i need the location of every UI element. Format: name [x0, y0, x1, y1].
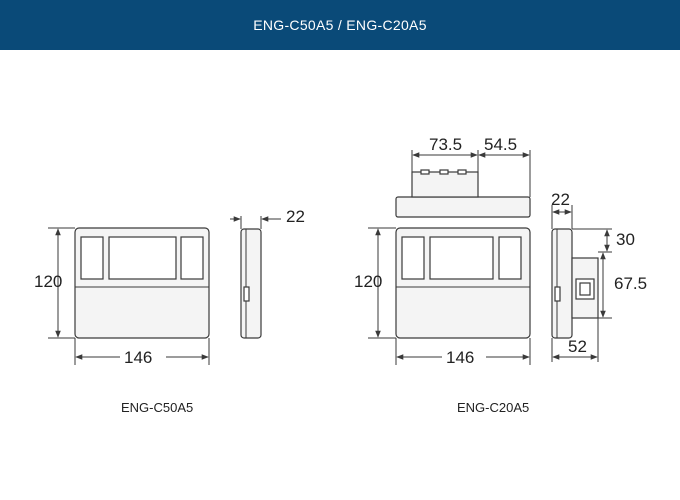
eng-c20a5-width-dimension: 146: [395, 338, 531, 367]
eng-c20a5-depth-label: 22: [551, 190, 570, 209]
page-header: ENG-C50A5 / ENG-C20A5: [0, 0, 680, 50]
eng-c20a5-top-left-label: 73.5: [429, 135, 462, 154]
eng-c20a5-width-label: 146: [446, 348, 474, 367]
eng-c20a5-side-top-label: 30: [616, 230, 635, 249]
eng-c50a5-front-view: [74, 227, 210, 339]
eng-c20a5-depth-dimension: 22: [551, 190, 573, 229]
eng-c50a5-height-label: 120: [34, 272, 62, 291]
eng-c50a5-side-view: 22: [230, 207, 305, 339]
eng-c20a5-caption: ENG-C20A5: [457, 400, 529, 415]
eng-c50a5-width-dimension: 146: [74, 338, 210, 367]
eng-c20a5-side-view: [551, 228, 599, 339]
eng-c20a5-front-view: [395, 227, 531, 339]
eng-c50a5-height-dimension: 120: [34, 227, 75, 339]
eng-c20a5-height-dimension: 120: [354, 227, 396, 339]
eng-c20a5-top-dimensions: 73.5 54.5: [411, 135, 531, 197]
eng-c20a5-side-bottom-label: 52: [568, 337, 587, 356]
eng-c20a5-top-view: [395, 169, 531, 218]
eng-c50a5-width-label: 146: [124, 348, 152, 367]
eng-c20a5-top-right-label: 54.5: [484, 135, 517, 154]
eng-c20a5-side-vertical-dimensions: 30 67.5: [572, 228, 647, 319]
eng-c20a5-height-label: 120: [354, 272, 382, 291]
dimension-drawing: 120 146 22 ENG-C50A5 73.5 54.5: [34, 135, 647, 415]
eng-c50a5-depth-label: 22: [286, 207, 305, 226]
eng-c50a5-caption: ENG-C50A5: [121, 400, 193, 415]
eng-c20a5-side-bottom-dimension: 52: [551, 318, 599, 362]
eng-c20a5-side-mid-label: 67.5: [614, 274, 647, 293]
page-title: ENG-C50A5 / ENG-C20A5: [253, 17, 427, 33]
